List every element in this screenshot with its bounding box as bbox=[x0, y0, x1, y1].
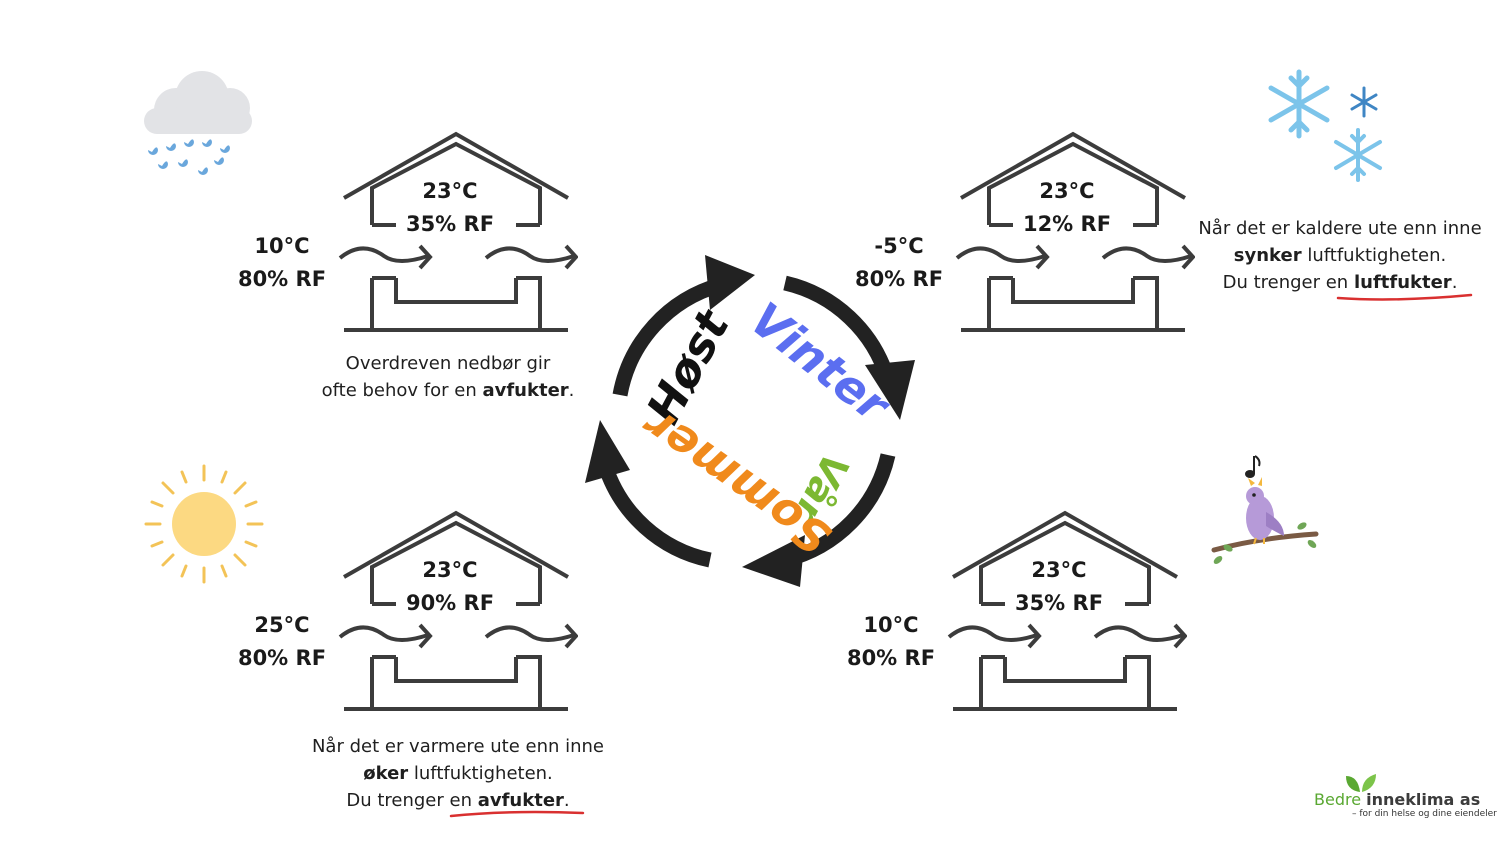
roof-inner-wall bbox=[987, 141, 1159, 225]
inside-temperature: 23°C bbox=[1031, 558, 1087, 582]
airflow-in bbox=[955, 246, 1046, 263]
inside-readout: 23°C 35% RF bbox=[390, 175, 510, 241]
outside-temperature: 25°C bbox=[254, 613, 310, 637]
roof-outer bbox=[343, 510, 569, 579]
inside-humidity: 35% RF bbox=[1014, 591, 1104, 615]
house-winter: 23°C 12% RF bbox=[955, 130, 1195, 340]
airflow-in bbox=[947, 625, 1038, 642]
roof-inner-wall bbox=[979, 520, 1151, 604]
caption-line: Du trenger en luftfukter. bbox=[1222, 272, 1458, 293]
underline-luftfukter bbox=[1336, 293, 1473, 301]
inside-readout: 23°C 90% RF bbox=[390, 554, 510, 620]
house-summer: 23°C 90% RF bbox=[338, 509, 578, 719]
inside-humidity: 90% RF bbox=[405, 591, 495, 615]
outside-humidity: 80% RF bbox=[237, 267, 327, 291]
rain-cloud-icon bbox=[144, 71, 252, 175]
airflow-out bbox=[484, 625, 575, 642]
underline-avfukter bbox=[449, 810, 585, 818]
house-autumn: 23°C 35% RF bbox=[338, 130, 578, 340]
roof-outer bbox=[952, 510, 1178, 579]
outside-humidity: 80% RF bbox=[854, 267, 944, 291]
snowflakes-icon bbox=[1268, 69, 1382, 182]
roof-outer bbox=[960, 131, 1186, 200]
logo-name: Bedre inneklima as bbox=[1314, 790, 1481, 809]
caption-line: Når det er varmere ute enn inne bbox=[311, 736, 605, 757]
airflow-out bbox=[484, 246, 575, 263]
roof-inner-wall bbox=[370, 141, 542, 225]
inside-readout: 23°C 12% RF bbox=[1007, 175, 1127, 241]
outside-readout-spring: 10°C 80% RF bbox=[831, 609, 951, 675]
caption-winter: Når det er kaldere ute enn inne synker l… bbox=[1190, 215, 1490, 296]
outside-temperature: 10°C bbox=[863, 613, 919, 637]
inside-readout: 23°C 35% RF bbox=[999, 554, 1119, 620]
caption-summer: Når det er varmere ute enn inne øker luf… bbox=[298, 733, 618, 814]
roof-outer bbox=[343, 131, 569, 200]
inside-temperature: 23°C bbox=[422, 179, 478, 203]
caption-line: Overdreven nedbør gir bbox=[345, 353, 551, 374]
outside-humidity: 80% RF bbox=[237, 646, 327, 670]
inside-temperature: 23°C bbox=[1039, 179, 1095, 203]
outside-readout-winter: -5°C 80% RF bbox=[839, 230, 959, 296]
caption-line: ofte behov for en avfukter. bbox=[321, 380, 575, 401]
caption-line: øker luftfuktigheten. bbox=[363, 763, 553, 784]
outside-temperature: -5°C bbox=[874, 234, 924, 258]
airflow-out bbox=[1093, 625, 1184, 642]
house-spring: 23°C 35% RF bbox=[947, 509, 1187, 719]
inside-humidity: 12% RF bbox=[1022, 212, 1112, 236]
roof-inner-wall bbox=[370, 520, 542, 604]
sun-icon bbox=[144, 464, 264, 584]
caption-line: Når det er kaldere ute enn inne bbox=[1198, 218, 1482, 239]
logo-tagline: – for din helse og dine eiendeler bbox=[1352, 809, 1497, 819]
airflow-out bbox=[1101, 246, 1192, 263]
season-cycle-arrows bbox=[585, 255, 915, 587]
outside-temperature: 10°C bbox=[254, 234, 310, 258]
leaf-icon bbox=[1346, 774, 1376, 792]
outside-readout-autumn: 10°C 80% RF bbox=[222, 230, 342, 296]
caption-autumn: Overdreven nedbør gir ofte behov for en … bbox=[298, 350, 598, 404]
inside-temperature: 23°C bbox=[422, 558, 478, 582]
inside-humidity: 35% RF bbox=[405, 212, 495, 236]
bird-icon bbox=[1211, 455, 1319, 564]
outside-humidity: 80% RF bbox=[846, 646, 936, 670]
caption-line: synker luftfuktigheten. bbox=[1233, 245, 1447, 266]
airflow-in bbox=[338, 246, 429, 263]
airflow-in bbox=[338, 625, 429, 642]
caption-line: Du trenger en avfukter. bbox=[346, 790, 570, 811]
outside-readout-summer: 25°C 80% RF bbox=[222, 609, 342, 675]
